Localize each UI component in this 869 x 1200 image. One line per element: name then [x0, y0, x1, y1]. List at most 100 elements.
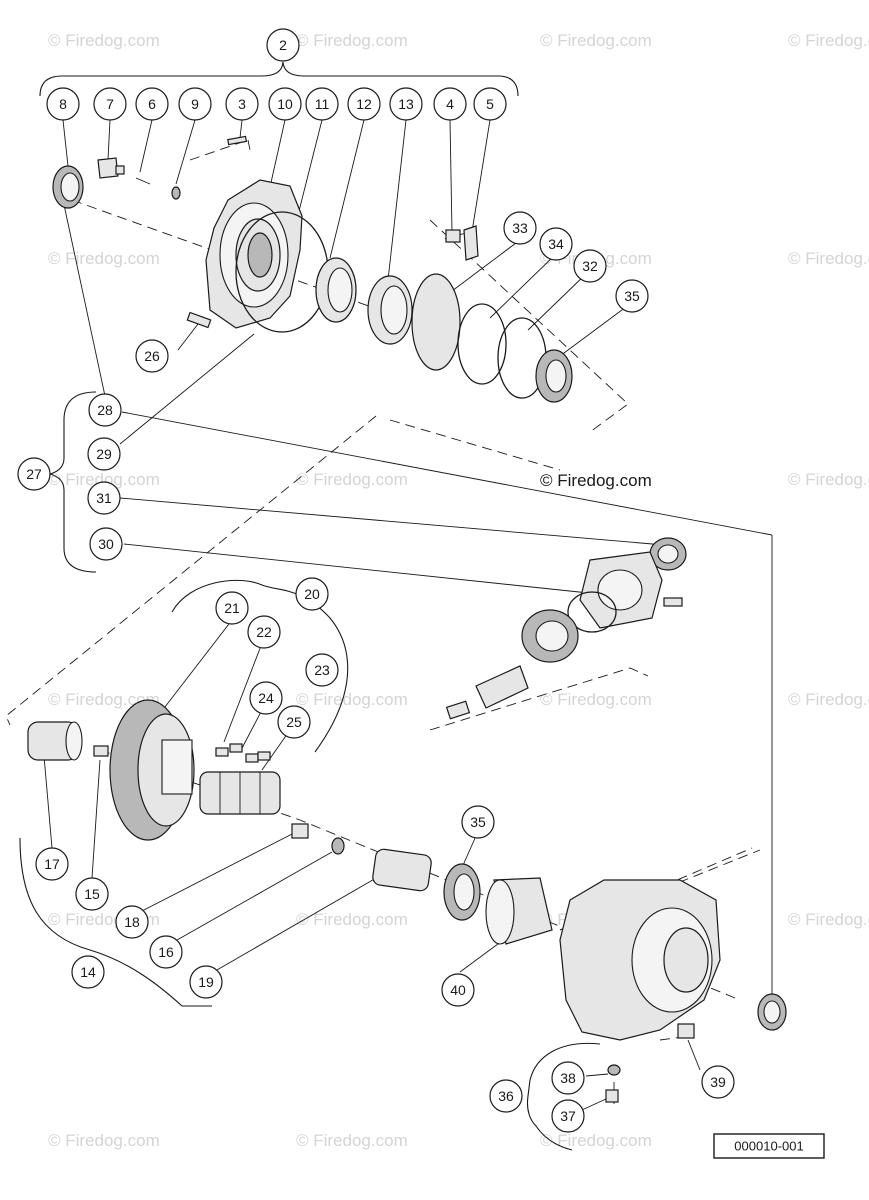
- callout-3: 3: [225, 87, 259, 121]
- dowel-pin-icon: [227, 135, 248, 146]
- watermark: © Firedog.com: [788, 470, 869, 489]
- svg-text:37: 37: [560, 1108, 576, 1124]
- callout-12: 12: [347, 87, 381, 121]
- callout-35-lower: 35: [461, 805, 495, 839]
- svg-text:11: 11: [315, 96, 330, 112]
- callout-13: 13: [389, 87, 423, 121]
- svg-text:25: 25: [286, 714, 302, 730]
- callout-2: 2: [266, 28, 300, 62]
- watermark: © Firedog.com: [296, 470, 408, 489]
- leader-lines: [43, 119, 773, 1111]
- clip-icon: [331, 837, 345, 855]
- svg-text:22: 22: [256, 624, 272, 640]
- roller-icon: [229, 743, 243, 753]
- watermark: © Firedog.com: [296, 31, 408, 50]
- assembly-brace-2: [39, 61, 519, 97]
- svg-text:32: 32: [582, 258, 598, 274]
- svg-text:23: 23: [314, 662, 330, 678]
- callout-29: 29: [87, 437, 121, 471]
- pinion-assembly: [445, 537, 687, 720]
- assembly-brace-14: [19, 837, 212, 1007]
- washer-icon: [171, 186, 181, 200]
- callout-19: 19: [189, 965, 223, 999]
- callout-17: 17: [35, 847, 69, 881]
- watermark: © Firedog.com: [540, 31, 652, 50]
- callout-21: 21: [215, 591, 249, 625]
- svg-text:21: 21: [224, 600, 240, 616]
- callouts: 2 3 4 5 6 7 8 9 10 11 12 13 14 15 16 17 …: [17, 28, 735, 1133]
- callout-25: 25: [277, 705, 311, 739]
- watermark: © Firedog.com: [48, 31, 160, 50]
- callout-28: 28: [88, 393, 122, 427]
- callout-8: 8: [46, 87, 80, 121]
- callout-23: 23: [305, 653, 339, 687]
- reference-code: 000010-001: [734, 1139, 803, 1154]
- callout-26: 26: [135, 339, 169, 373]
- bolt-icon: [186, 311, 212, 329]
- svg-text:24: 24: [258, 690, 274, 706]
- callout-5: 5: [473, 87, 507, 121]
- svg-text:7: 7: [106, 96, 114, 112]
- svg-text:19: 19: [198, 974, 214, 990]
- callout-35-upper: 35: [615, 279, 649, 313]
- svg-text:40: 40: [450, 982, 466, 998]
- callout-37: 37: [551, 1099, 585, 1133]
- snap-ring-icon: [457, 303, 507, 385]
- roller-icon: [245, 753, 259, 763]
- callout-7: 7: [93, 87, 127, 121]
- callout-33: 33: [503, 211, 537, 245]
- svg-text:29: 29: [96, 446, 112, 462]
- svg-text:3: 3: [238, 96, 246, 112]
- callout-18: 18: [115, 905, 149, 939]
- svg-text:2: 2: [279, 37, 287, 53]
- watermark-layer: © Firedog.com © Firedog.com © Firedog.co…: [48, 31, 869, 1150]
- assembly-brace-36: [526, 1042, 601, 1151]
- callout-36: 36: [489, 1079, 523, 1113]
- svg-text:34: 34: [548, 236, 564, 252]
- watermark: © Firedog.com: [788, 910, 869, 929]
- callout-39: 39: [701, 1065, 735, 1099]
- svg-text:16: 16: [158, 944, 174, 960]
- watermark: © Firedog.com: [296, 910, 408, 929]
- svg-text:33: 33: [512, 220, 528, 236]
- svg-text:6: 6: [148, 96, 156, 112]
- differential-assembly: [27, 699, 553, 945]
- watermark: © Firedog.com: [296, 690, 408, 709]
- callout-22: 22: [247, 615, 281, 649]
- bolt-icon: [605, 1089, 619, 1103]
- svg-text:8: 8: [59, 96, 67, 112]
- pinion-gear-icon: [475, 665, 529, 709]
- svg-text:17: 17: [44, 856, 60, 872]
- thrust-spacer-icon: [291, 823, 309, 839]
- callout-4: 4: [433, 87, 467, 121]
- watermark: © Firedog.com: [296, 1131, 408, 1150]
- svg-text:10: 10: [277, 96, 293, 112]
- watermark: © Firedog.com: [788, 31, 869, 50]
- drain-plug-icon: [677, 1023, 695, 1039]
- callout-10: 10: [268, 87, 302, 121]
- shim-plate-icon: [411, 273, 461, 371]
- sensor-plug-icon: [97, 157, 119, 179]
- callout-30: 30: [89, 527, 123, 561]
- callout-34: 34: [539, 227, 573, 261]
- callout-15: 15: [75, 877, 109, 911]
- sleeve-icon: [372, 848, 432, 892]
- bolt-icon: [663, 597, 683, 607]
- svg-text:36: 36: [498, 1088, 514, 1104]
- callout-40: 40: [441, 973, 475, 1007]
- callout-24: 24: [249, 681, 283, 715]
- svg-text:35: 35: [624, 288, 640, 304]
- callout-32: 32: [573, 249, 607, 283]
- roller-icon: [215, 747, 229, 757]
- pinion-nut-icon: [445, 700, 471, 720]
- callout-16: 16: [149, 935, 183, 969]
- svg-text:14: 14: [80, 964, 96, 980]
- main-watermark: © Firedog.com: [540, 471, 652, 490]
- callout-14: 14: [71, 955, 105, 989]
- svg-text:9: 9: [191, 96, 199, 112]
- watermark: © Firedog.com: [788, 690, 869, 709]
- svg-text:38: 38: [560, 1070, 576, 1086]
- watermark: © Firedog.com: [48, 470, 160, 489]
- watermark: © Firedog.com: [48, 1131, 160, 1150]
